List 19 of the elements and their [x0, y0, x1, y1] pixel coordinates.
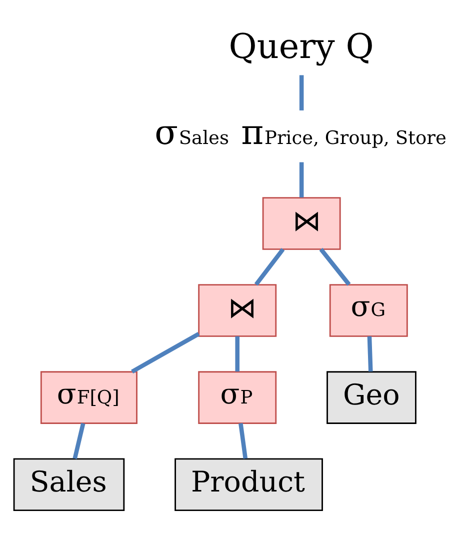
connector [254, 248, 285, 286]
node-text: Query Q [228, 27, 374, 68]
node-box: ⋈ [198, 284, 277, 337]
node-box: ⋈ [262, 197, 341, 250]
node-box: Sales [13, 458, 125, 511]
connector [299, 75, 304, 110]
node-box: Product [174, 458, 323, 511]
connector [238, 423, 248, 459]
node-box: Geo [326, 371, 416, 424]
connector [299, 162, 304, 198]
connector [319, 248, 351, 286]
connector [131, 332, 200, 374]
connector [367, 336, 373, 372]
node-box: σG [329, 284, 408, 337]
node-box: σF[Q] [40, 371, 138, 424]
node-box: σP [198, 371, 277, 424]
connector [235, 336, 240, 372]
connector [72, 422, 86, 460]
node-text: σSales πPrice, Group, Store [154, 112, 447, 153]
